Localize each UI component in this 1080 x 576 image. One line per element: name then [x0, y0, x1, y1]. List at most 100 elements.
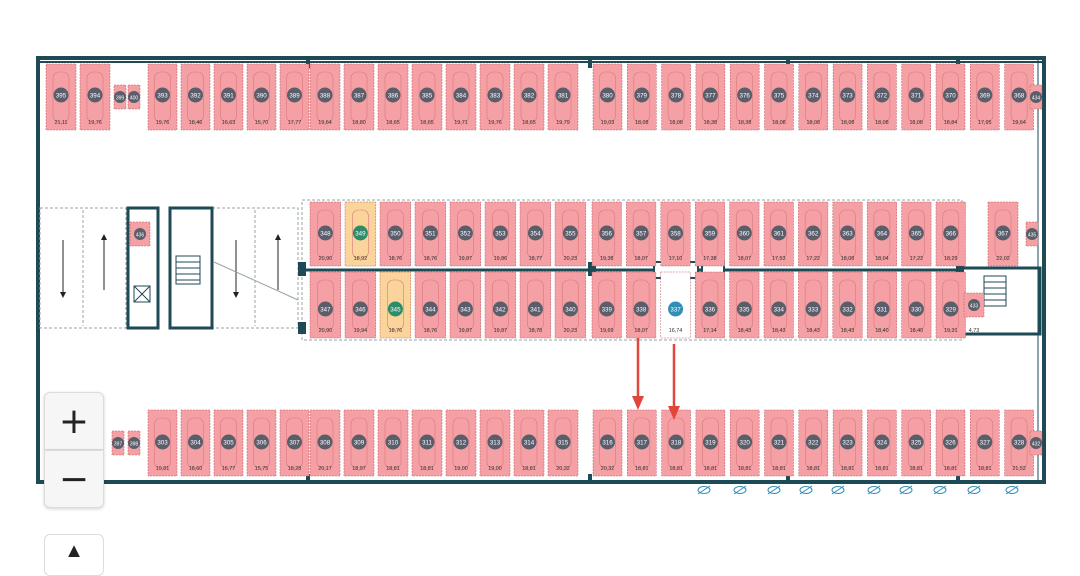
parking-spot-435[interactable]: 435: [1025, 221, 1039, 247]
parking-spot-432[interactable]: 432: [1029, 430, 1043, 456]
parking-spot-398[interactable]: 398: [127, 430, 141, 456]
zoom-in-button[interactable]: +: [44, 392, 104, 450]
parking-spot-397[interactable]: 397: [111, 430, 125, 456]
parking-spot-434[interactable]: 434: [1029, 84, 1043, 110]
parking-spot-400[interactable]: 400: [127, 84, 141, 110]
zoom-out-button[interactable]: −: [44, 450, 104, 508]
parking-spot-436[interactable]: 436: [129, 221, 151, 247]
scroll-up-button[interactable]: ▲: [44, 534, 104, 576]
parking-spot-399[interactable]: 399: [113, 84, 127, 110]
